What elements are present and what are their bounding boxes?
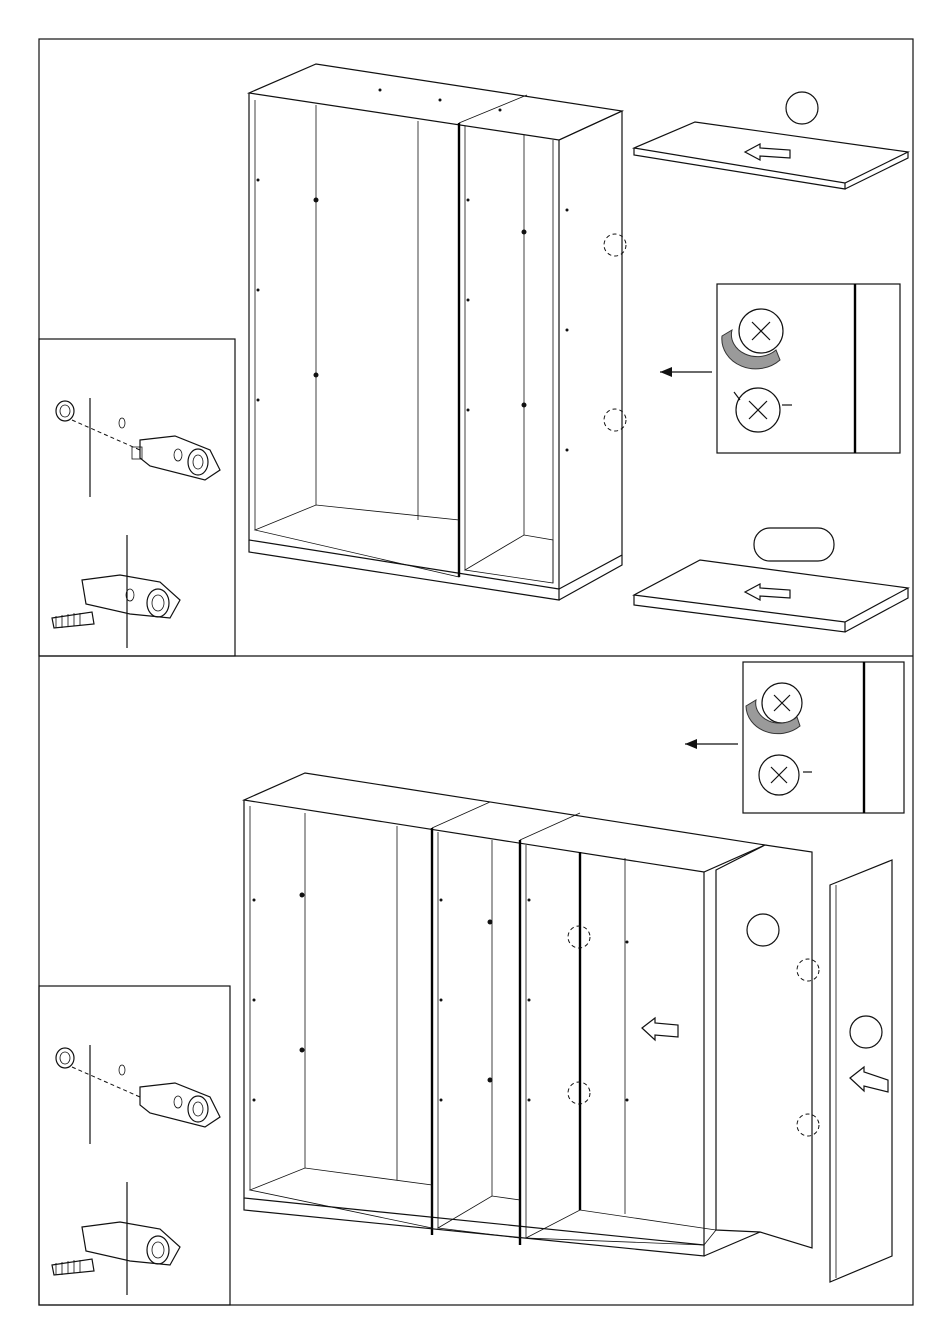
upper-rotation-detail: [660, 284, 900, 453]
lower-back-panel: [642, 845, 819, 1248]
cam-lock-icon: [56, 401, 74, 421]
lower-section: [39, 662, 904, 1305]
lower-rotation-detail: [685, 662, 904, 813]
lower-connector-dots: [253, 893, 629, 1102]
lower-carcass: [244, 773, 765, 1256]
lower-cam-lock-detail: [52, 1045, 220, 1295]
circle-icon: [786, 92, 818, 124]
upper-carcass: [249, 64, 626, 600]
upper-cam-lock-detail: [52, 398, 220, 648]
upper-connector-dots: [257, 89, 569, 452]
rotate-arrow-icon: [746, 700, 800, 734]
arrow-left-icon: [642, 1018, 678, 1040]
rounded-label-icon: [754, 528, 834, 561]
cam-lock-icon: [56, 1048, 74, 1068]
upper-dashed-marker-2: [604, 409, 626, 431]
upper-bottom-panel: [634, 528, 908, 632]
upper-detail-box: [39, 339, 235, 656]
upper-dashed-marker-1: [604, 234, 626, 256]
upper-top-panel: [634, 92, 908, 189]
lower-side-panel: [830, 860, 892, 1282]
rotate-arrow-icon: [722, 330, 780, 369]
upper-section: [39, 64, 908, 656]
screw-icon: [52, 1259, 94, 1275]
lower-detail-box: [39, 986, 230, 1305]
screw-icon: [52, 612, 94, 628]
